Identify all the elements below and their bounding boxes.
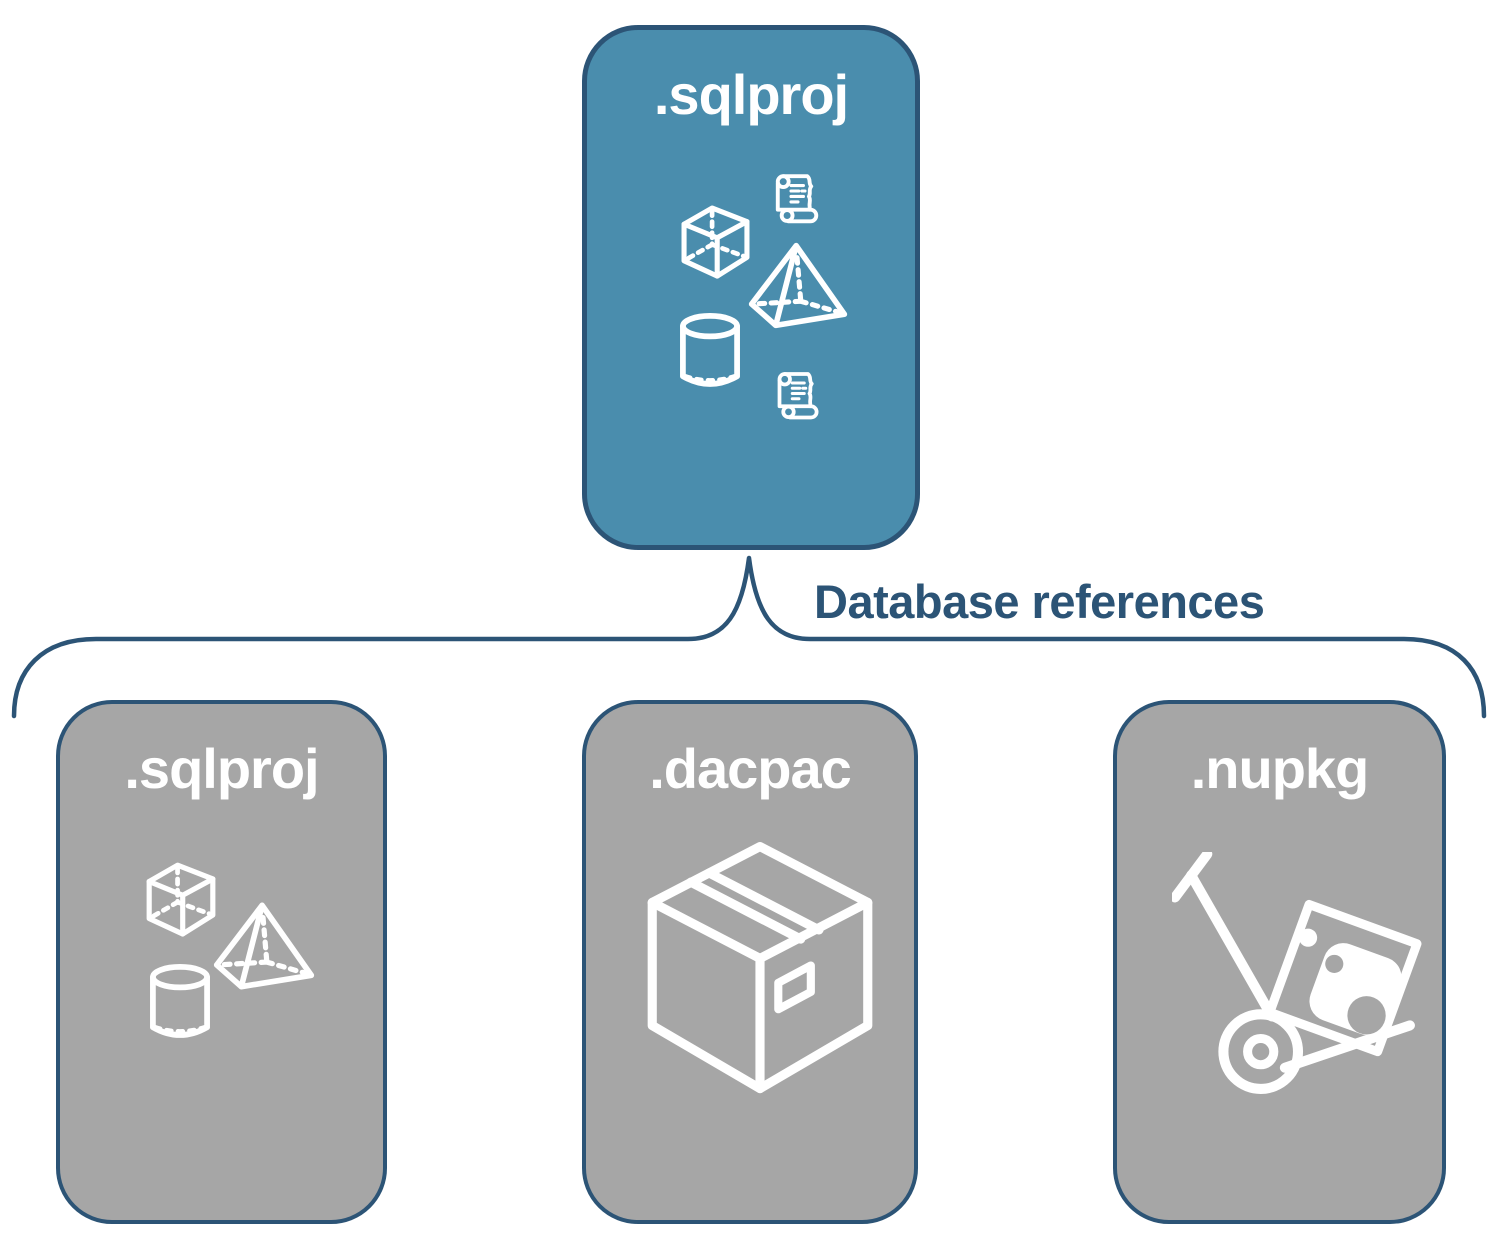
scroll-icon <box>777 372 819 420</box>
hand-truck-package-icon <box>1172 852 1424 1094</box>
node-title: .dacpac <box>649 737 852 800</box>
node-title: .nupkg <box>1190 737 1370 800</box>
node-child-sqlproj: .sqlproj <box>56 700 387 1224</box>
node-title: .sqlproj <box>124 737 319 800</box>
edge-label: Database references <box>814 575 1265 628</box>
node-title: .sqlproj <box>653 63 849 126</box>
cylinder-icon <box>676 313 744 391</box>
pyramid-icon <box>747 238 849 333</box>
cube-icon <box>673 197 758 282</box>
pyramid-icon <box>212 898 316 994</box>
package-box-icon <box>638 832 882 1097</box>
scroll-icon <box>775 174 819 224</box>
node-root-sqlproj: .sqlproj <box>582 25 920 550</box>
node-child-dacpac: .dacpac <box>582 700 918 1224</box>
cylinder-icon <box>146 964 214 1042</box>
node-child-nupkg: .nupkg <box>1113 700 1446 1224</box>
